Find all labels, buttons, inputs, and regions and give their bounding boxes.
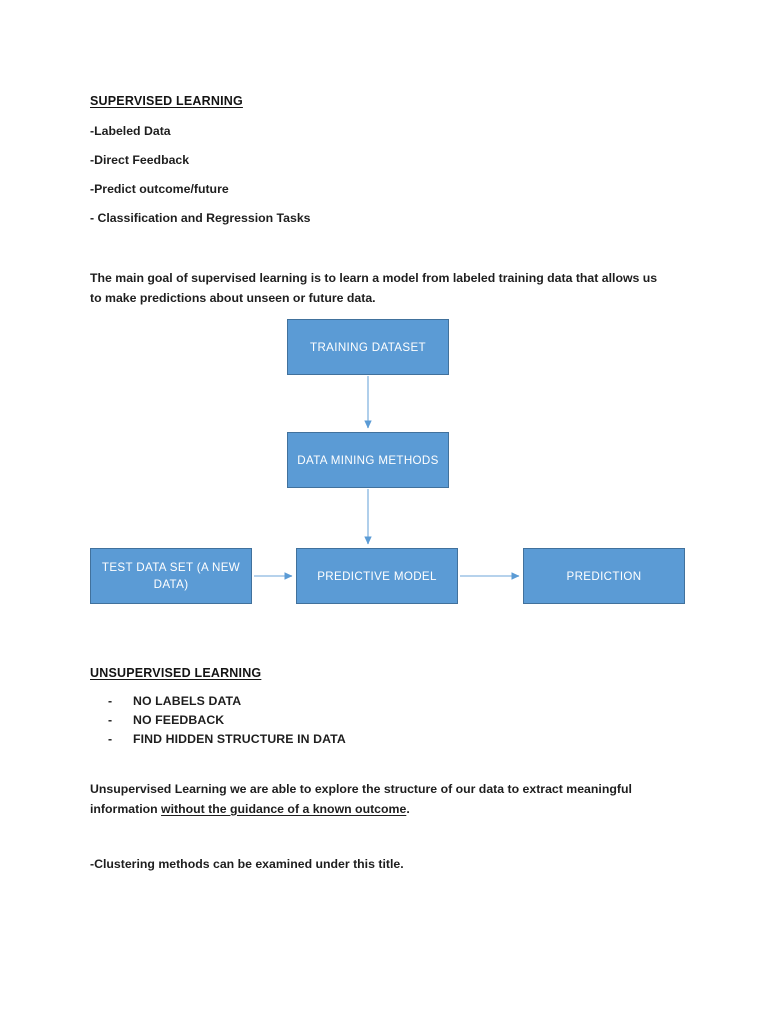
flow-node-test-data-set[interactable]: TEST DATA SET (A NEW DATA) xyxy=(90,548,252,604)
unsupervised-bullet-list: - NO LABELS DATA - NO FEEDBACK - FIND HI… xyxy=(108,694,346,750)
supervised-bullet-classification-regression: - Classification and Regression Tasks xyxy=(90,211,311,225)
bullet-label: NO FEEDBACK xyxy=(133,712,225,727)
supervised-learning-paragraph: The main goal of supervised learning is … xyxy=(90,271,658,305)
bullet-marker: - xyxy=(108,694,113,708)
flow-node-training-dataset[interactable]: TRAINING DATASET xyxy=(287,319,449,375)
supervised-bullet-direct-feedback: -Direct Feedback xyxy=(90,153,190,167)
clustering-methods-line: -Clustering methods can be examined unde… xyxy=(90,857,404,871)
list-item: - FIND HIDDEN STRUCTURE IN DATA xyxy=(108,732,346,751)
list-item: - NO LABELS DATA xyxy=(108,694,346,713)
flow-node-predictive-model[interactable]: PREDICTIVE MODEL xyxy=(296,548,458,604)
flow-node-prediction[interactable]: PREDICTION xyxy=(523,548,685,604)
supervised-learning-heading: SUPERVISED LEARNING xyxy=(90,94,243,108)
bullet-label: FIND HIDDEN STRUCTURE IN DATA xyxy=(133,731,346,746)
unsupervised-learning-heading: UNSUPERVISED LEARNING xyxy=(90,666,262,680)
bullet-marker: - xyxy=(108,731,113,746)
unsupervised-learning-paragraph: Unsupervised Learning we are able to exp… xyxy=(90,780,665,819)
supervised-bullet-labeled-data: -Labeled Data xyxy=(90,124,171,138)
paragraph-underlined-phrase: without the guidance of a known outcome xyxy=(161,801,407,816)
bullet-marker: - xyxy=(108,712,113,727)
paragraph-text-tail: . xyxy=(406,801,410,816)
supervised-bullet-predict-outcome: -Predict outcome/future xyxy=(90,182,229,196)
bullet-label: NO LABELS DATA xyxy=(133,694,242,708)
flow-node-data-mining-methods[interactable]: DATA MINING METHODS xyxy=(287,432,449,488)
paragraph-text-lead: Unsupervised Learning we are able to exp… xyxy=(90,782,632,816)
list-item: - NO FEEDBACK xyxy=(108,713,346,732)
